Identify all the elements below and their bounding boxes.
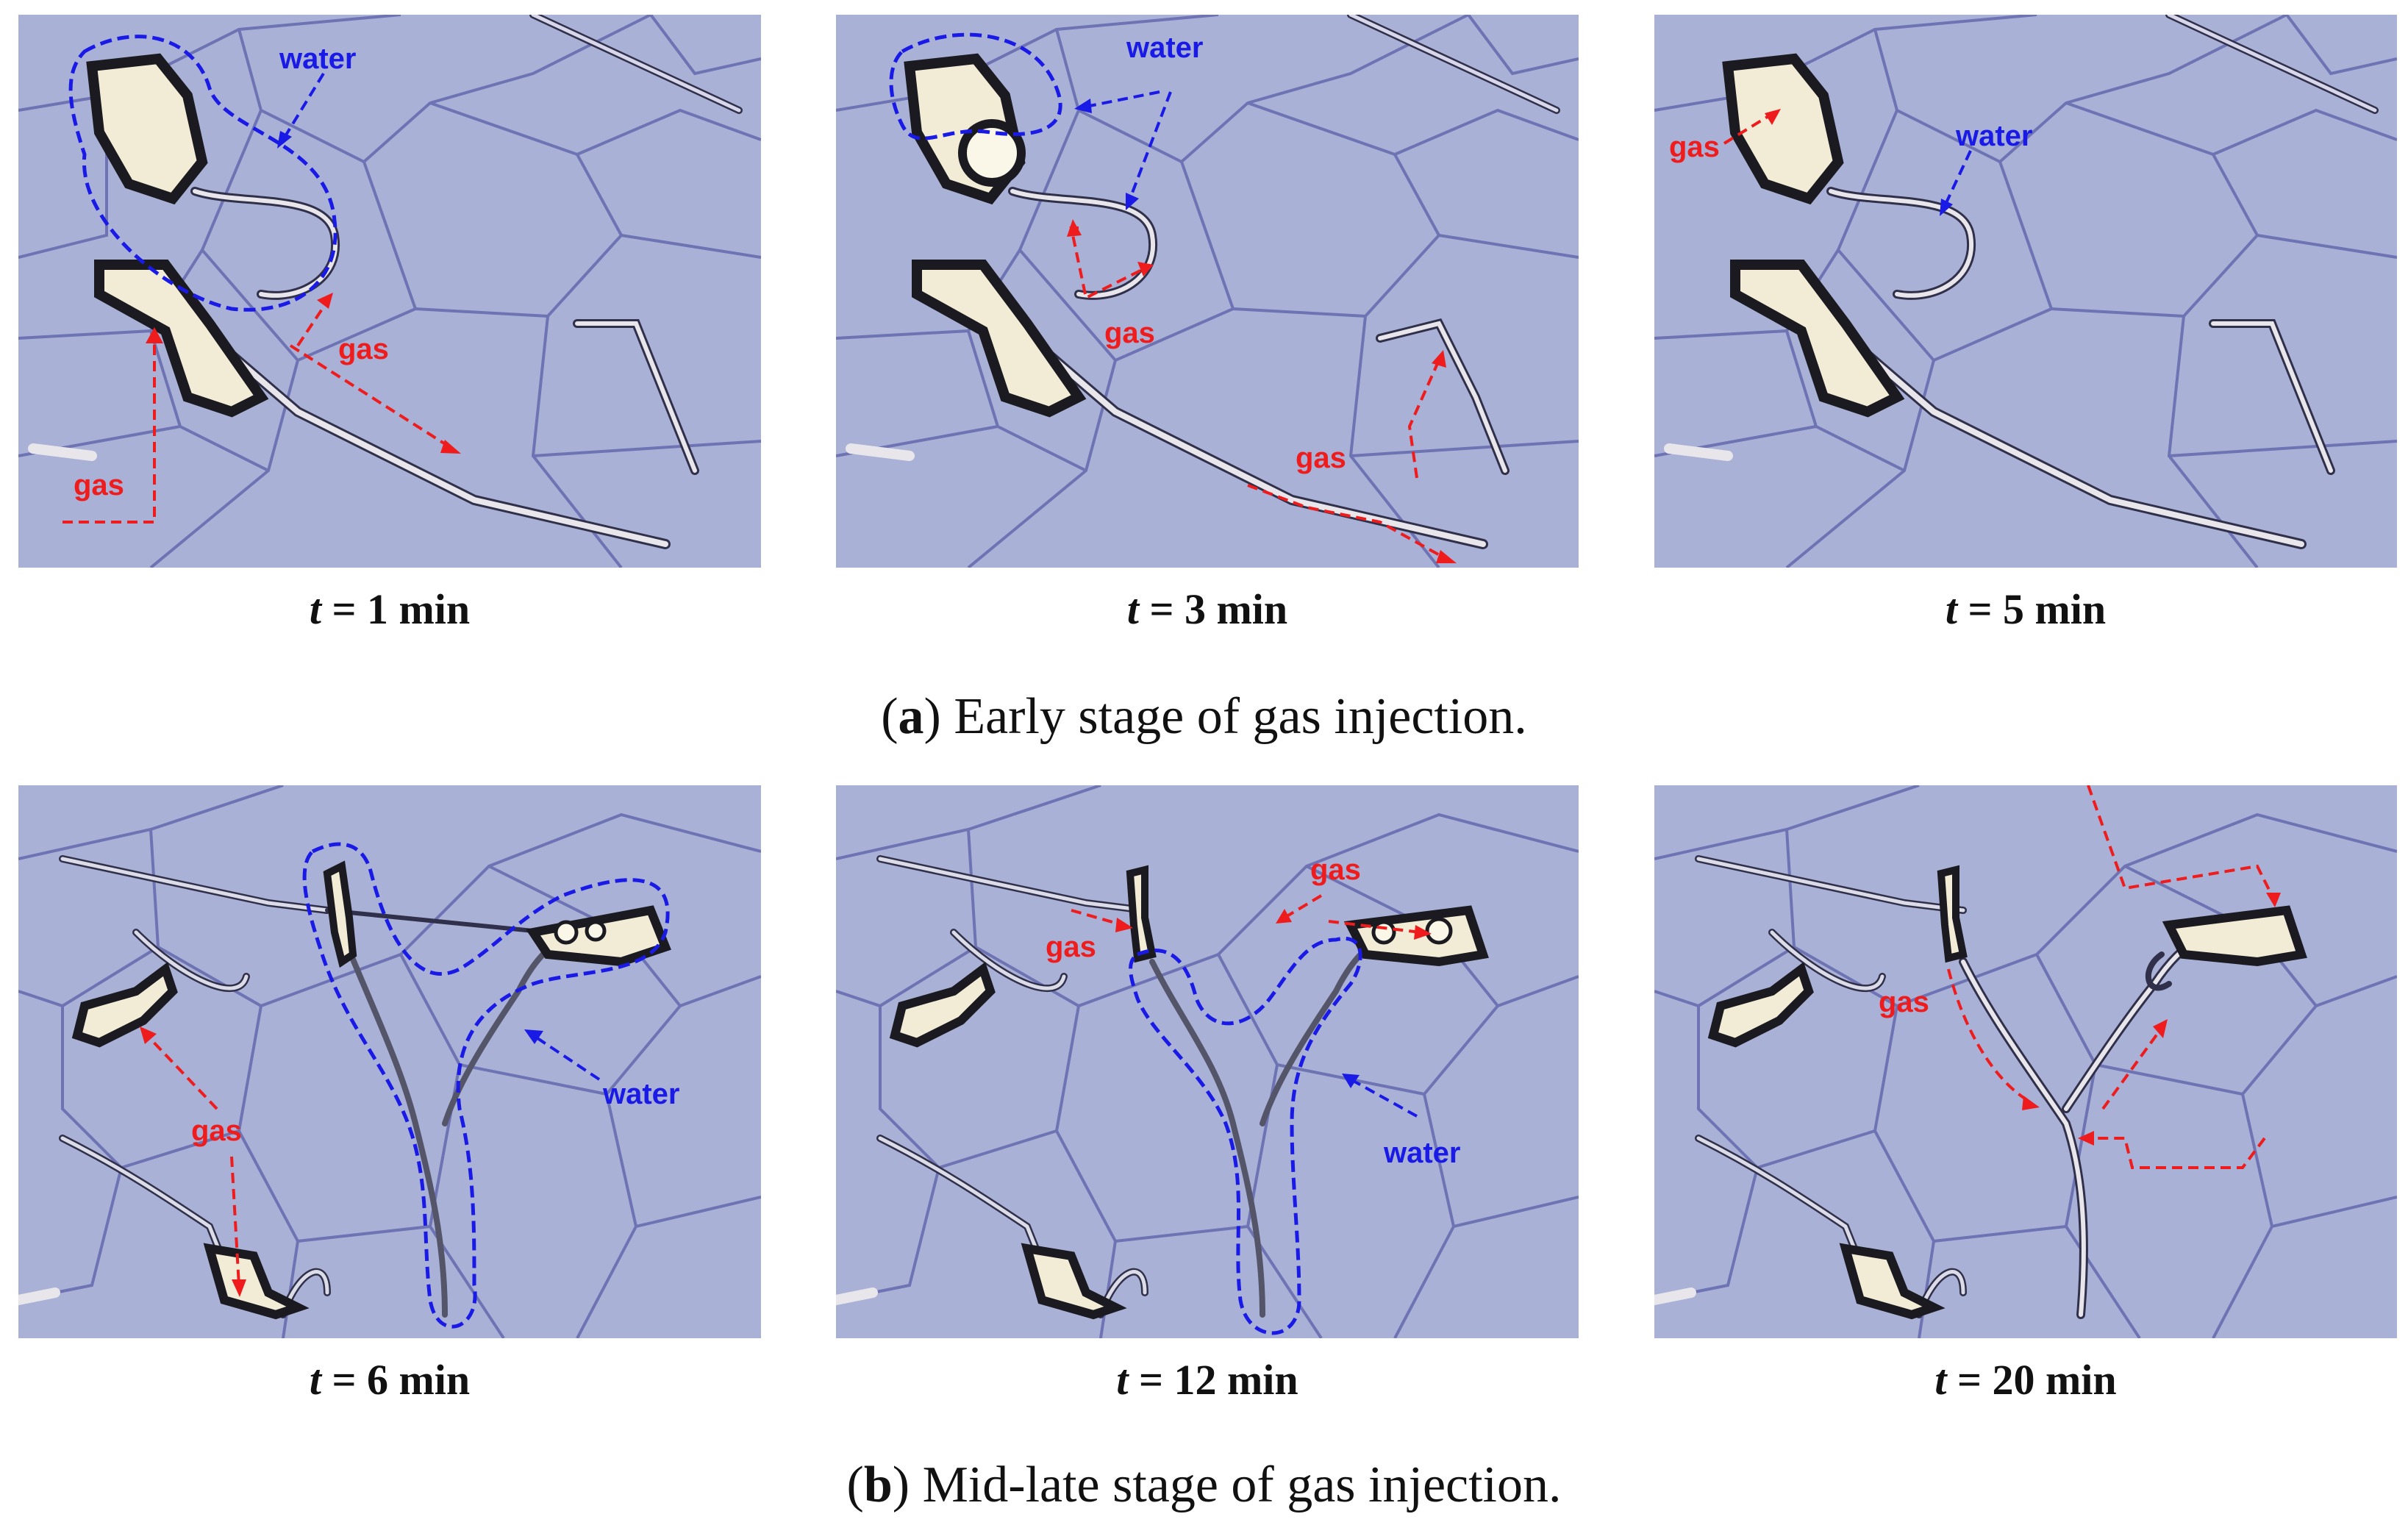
water-label: water [1126,32,1204,64]
gas-label: gas [1310,854,1361,886]
panel-t20: gas [1654,785,2397,1338]
time-label-t3: t = 3 min [1126,585,1288,633]
time-label-t20: t = 20 min [1934,1356,2117,1404]
time-label-t5: t = 5 min [1945,585,2107,633]
micromodel-image-t6 [18,785,761,1338]
time-label-t1: t = 1 min [309,585,471,633]
gas-label: gas [1296,442,1346,474]
panel-t5: gas water [1654,15,2397,568]
caption-a: (a) Early stage of gas injection. [881,688,1527,745]
water-label: water [1384,1137,1461,1169]
gas-label: gas [1669,131,1720,163]
gas-label: gas [74,469,124,501]
micromodel-image-t12 [836,785,1579,1338]
time-label-t12: t = 12 min [1116,1356,1298,1404]
water-label: water [279,43,357,75]
micromodel-image-t5 [1654,15,2397,568]
micromodel-image-t3 [836,15,1579,568]
panel-t6: gas water [18,785,761,1338]
gas-label: gas [1046,931,1096,963]
water-label: water [603,1078,680,1110]
gas-label: gas [1104,317,1155,349]
gas-label: gas [191,1115,242,1147]
time-label-t6: t = 6 min [309,1356,471,1404]
micromodel-image-t1 [18,15,761,568]
water-label: water [1956,120,2033,152]
panel-t12: gas gas water [836,785,1579,1338]
panel-t1: water gas gas [18,15,761,568]
micromodel-image-t20 [1654,785,2397,1338]
gas-label: gas [1879,986,1929,1018]
panel-t3: water gas gas [836,15,1579,568]
gas-label: gas [338,333,389,365]
caption-b: (b) Mid-late stage of gas injection. [846,1457,1562,1513]
